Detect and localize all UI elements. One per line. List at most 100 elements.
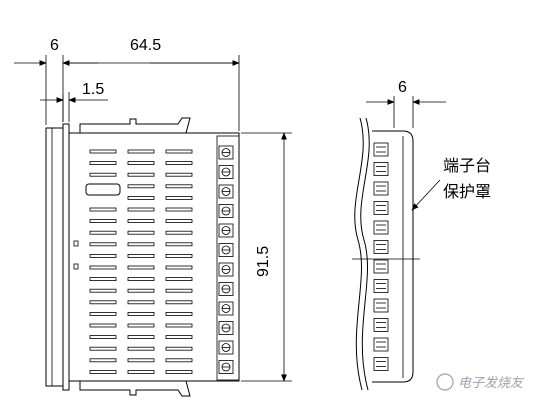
vent-slot [165,335,193,340]
cover-view [352,117,420,391]
cover-width-label: 6 [398,79,407,96]
terminal [218,360,234,374]
vent-slot [89,346,117,351]
cover-label: 端子台 保护罩 [411,156,491,211]
cover-terminal [373,162,389,176]
vent-slot [127,230,155,235]
vent-slot [127,253,155,258]
cover-terminal [373,220,389,235]
vent-slot [127,288,155,293]
cover-label-line1: 端子台 [443,156,491,175]
vent-slot [89,311,117,316]
dimension-body-depth: 64.5 [69,37,240,131]
vent-slot [89,323,117,328]
terminal [218,145,234,160]
vent-slot [127,149,155,154]
vent-slot [127,335,155,340]
cover-label-line2: 保护罩 [443,182,491,201]
vent-slot [127,277,155,282]
terminal [218,340,234,355]
vent-slot [89,277,117,282]
cover-terminal [373,279,389,293]
vent-slot [89,207,117,212]
vent-slot [127,195,155,200]
flange [62,123,70,391]
vent-slot [165,195,193,200]
cover-terminal [373,337,389,352]
status-window [85,183,121,196]
cover-terminal [373,259,389,274]
vent-slot [165,172,193,177]
cover-terminal [373,181,389,196]
vent-slot [127,300,155,305]
dimension-cover-width: 6 [366,79,446,128]
vent-slot [127,161,155,166]
break-line-inner [360,117,370,391]
vent-slot [127,172,155,177]
vent-slot [127,207,155,212]
vent-slot [165,219,193,224]
terminal [218,184,234,199]
cover-terminal [373,240,389,254]
vent-slot [165,358,193,363]
vent-slot [165,265,193,270]
vent-slot [165,323,193,328]
vent-slot [89,253,117,258]
vent-slot [165,149,193,154]
break-line-outer [354,117,364,391]
vent-slot [165,242,193,247]
vent-slot [165,253,193,258]
terminal-block [218,145,234,374]
vent-slot [127,369,155,374]
vent-slot [165,300,193,305]
cover-terminal [373,201,389,215]
vent-slot [165,311,193,316]
vent-slot [127,242,155,247]
cover-terminals [373,142,389,371]
vent-slot [165,369,193,374]
vent-slot [89,172,117,177]
vent-slot [89,230,117,235]
vent-slot [89,288,117,293]
top-clip [79,117,191,134]
vent-slot [127,184,155,189]
vent-slot [89,219,117,224]
terminal [218,204,234,218]
vent-slot [127,219,155,224]
vent-slot [127,323,155,328]
dimension-height: 91.5 [241,132,292,382]
vent-slot [89,358,117,363]
vent-slot [89,265,117,270]
terminal [218,262,234,277]
dimension-flange: 1.5 [40,81,108,122]
terminal [218,321,234,335]
vent-slot [89,242,117,247]
bottom-clip [79,380,191,397]
height-label: 91.5 [255,246,272,277]
watermark-text: 电子发烧友 [458,376,525,391]
vent-slot [165,184,193,189]
front-depth-label: 6 [50,37,59,54]
terminal [218,165,234,179]
vent-slot [127,346,155,351]
vent-slot [89,369,117,374]
vent-slot [89,300,117,305]
vent-slot [165,230,193,235]
indicator-2 [73,263,79,270]
terminal [218,243,234,257]
flange-label: 1.5 [82,81,104,98]
indicator-1 [73,240,79,247]
vent-slots [89,149,193,374]
watermark: 电子发烧友 [436,373,525,391]
vent-slot [127,265,155,270]
terminal [218,301,234,316]
cover-outline [372,130,414,383]
cover-terminal [373,318,389,332]
vent-slot [165,288,193,293]
vent-slot [127,311,155,316]
side-view [45,117,240,397]
vent-slot [165,346,193,351]
vent-slot [165,161,193,166]
vent-slot [89,149,117,154]
vent-slot [165,207,193,212]
